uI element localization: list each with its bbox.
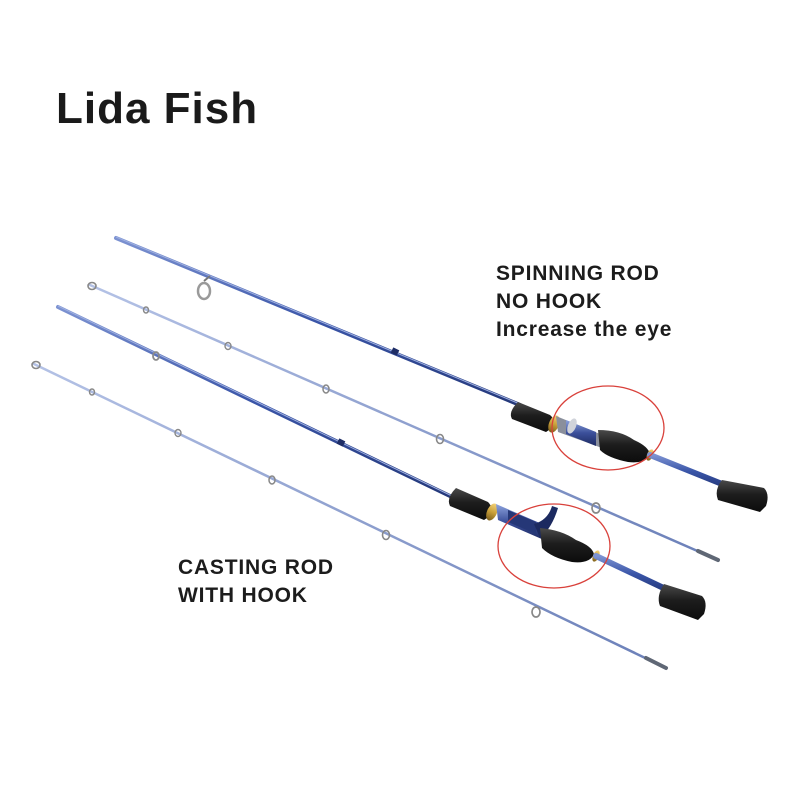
brand-title: Lida Fish xyxy=(56,84,259,133)
casting-rod-butt-section xyxy=(56,305,706,620)
guide-ring-icon xyxy=(196,281,212,301)
casting-rod-tip-section xyxy=(31,360,668,670)
casting-highlight-circle xyxy=(497,503,611,589)
spinning-label-line-1: SPINNING ROD xyxy=(496,262,660,285)
casting-fore-grip xyxy=(448,488,498,521)
spinning-rod-tip-section xyxy=(87,281,720,562)
spinning-butt-cap xyxy=(716,480,768,512)
casting-label-line-1: CASTING ROD xyxy=(178,556,334,579)
spinning-label-line-2: NO HOOK xyxy=(496,290,602,313)
spinning-rod-butt-section xyxy=(114,236,768,512)
trigger-hook-icon xyxy=(534,506,558,538)
spinning-highlight-circle xyxy=(551,385,665,471)
tip-top-icon xyxy=(87,281,97,291)
spinning-rod-label: SPINNING ROD NO HOOK Increase the eye xyxy=(496,260,672,344)
casting-butt-cap xyxy=(658,584,706,620)
spinning-fore-grip xyxy=(510,402,560,433)
spinning-label-line-3: Increase the eye xyxy=(496,318,673,341)
casting-rear-grip xyxy=(540,528,600,563)
casting-label-line-2: WITH HOOK xyxy=(178,584,308,607)
spinning-reel-seat xyxy=(556,416,602,448)
casting-rod-label: CASTING ROD WITH HOOK xyxy=(178,554,334,610)
spinning-rear-grip xyxy=(598,430,654,463)
